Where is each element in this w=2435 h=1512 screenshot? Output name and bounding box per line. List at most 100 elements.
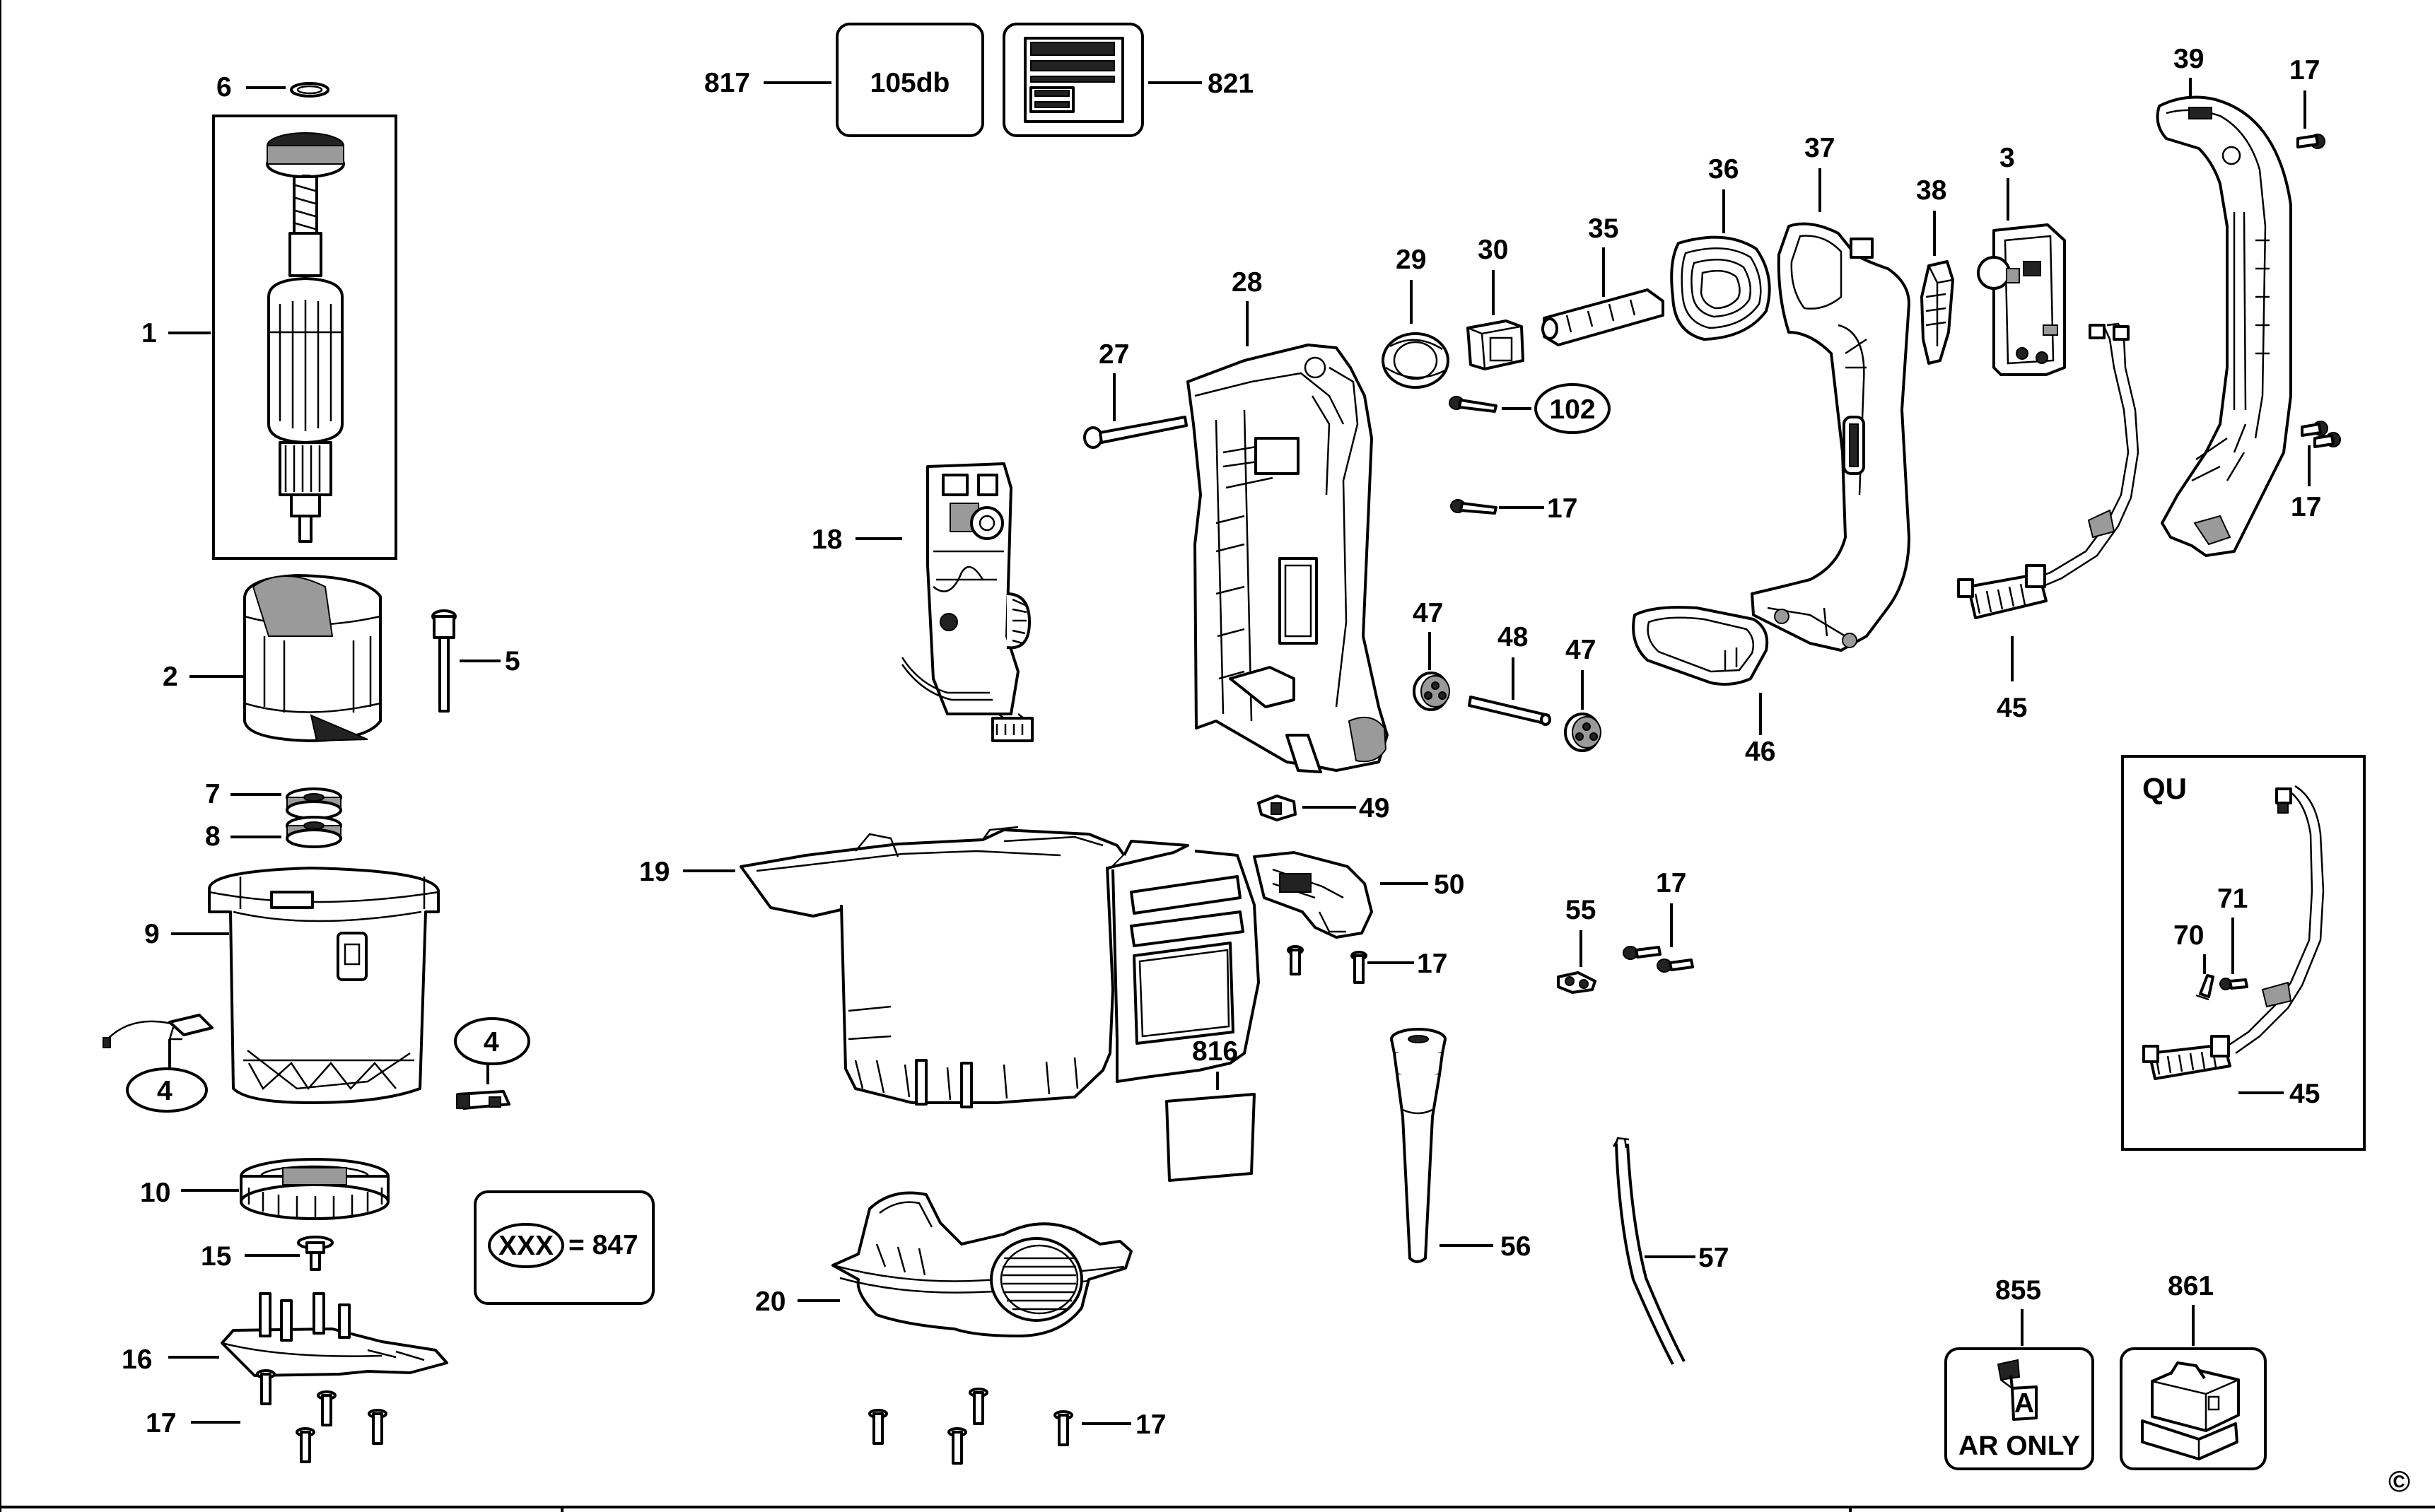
callout-861: 861 (2168, 1271, 2214, 1301)
part-47-damper-left (1413, 672, 1450, 711)
callout-10: 10 (140, 1178, 170, 1208)
callout-2: 2 (163, 662, 178, 692)
part-1-armature (266, 132, 345, 543)
callout-56: 56 (1500, 1231, 1531, 1262)
part-39-handle-cover (2156, 95, 2292, 557)
callout-3: 3 (1999, 143, 2015, 173)
legend-box (474, 1190, 655, 1305)
callout-35: 35 (1588, 213, 1618, 244)
callout-50: 50 (1434, 869, 1464, 900)
callout-1: 1 (141, 318, 157, 348)
callout-17-b: 17 (1547, 493, 1577, 524)
callout-8: 8 (205, 821, 221, 852)
callout-4-right: 4 (484, 1027, 499, 1057)
part-48-pin (1468, 696, 1551, 726)
part-30-actuator (1466, 320, 1524, 370)
part-49-clip (1257, 795, 1297, 821)
part-7-bearing (286, 787, 342, 820)
part-29-spring (1382, 332, 1449, 389)
part-71-screw (2219, 978, 2248, 990)
qu-inset-frame (2121, 755, 2366, 1151)
callout-821: 821 (1208, 69, 1254, 99)
part-816-label (1165, 1093, 1256, 1182)
part-17-screw-mid (1450, 499, 1497, 515)
callout-6: 6 (216, 72, 232, 102)
part-20-bottom-cover (831, 1191, 1133, 1337)
callout-46: 46 (1745, 737, 1775, 767)
callout-17-a: 17 (146, 1408, 176, 1438)
legend-code: XXX (498, 1231, 554, 1261)
part-47-damper-right (1564, 713, 1601, 752)
part-45-wiring (1957, 322, 2139, 619)
part-28-main-housing (1186, 344, 1389, 773)
callout-817: 817 (704, 68, 750, 98)
part-4-brush-left (103, 1014, 214, 1048)
callout-18: 18 (812, 524, 842, 555)
callout-55: 55 (1565, 895, 1596, 925)
part-17-screws-center (1287, 945, 1367, 984)
legend-value: = 847 (568, 1230, 638, 1260)
callout-48: 48 (1497, 622, 1528, 652)
callout-816: 816 (1192, 1036, 1238, 1067)
armature-frame (212, 115, 397, 560)
part-8-bearing (286, 816, 342, 848)
callout-102: 102 (1549, 394, 1595, 425)
kitbox-icon (2141, 1361, 2240, 1460)
part-57-power-cord (1612, 1137, 1686, 1365)
part-70-terminal (2195, 974, 2214, 1001)
callout-45-b: 45 (2289, 1079, 2320, 1109)
part-38-trigger (1920, 260, 1954, 365)
part-36-bellows (1670, 235, 1771, 341)
callout-5: 5 (505, 646, 520, 676)
callout-16: 16 (122, 1344, 152, 1375)
callout-27: 27 (1099, 339, 1129, 370)
tag-letter: A (2014, 1388, 2034, 1419)
callout-855: 855 (1995, 1275, 2041, 1306)
part-37-rear-handle (1751, 222, 1910, 652)
ar-only-label: AR ONLY (1958, 1431, 2080, 1461)
callout-17-f: 17 (1656, 868, 1686, 898)
part-35-rod (1541, 288, 1664, 346)
callout-47-b: 47 (1565, 635, 1596, 665)
part-2-field (243, 574, 382, 742)
ar-only-box (1944, 1347, 2094, 1470)
part-19-housing (740, 826, 1260, 1108)
noise-level-label: 105db (870, 68, 950, 98)
copyright-mark: © (2388, 1465, 2410, 1498)
part-6-circlip (290, 82, 329, 98)
part-15-screw (297, 1236, 334, 1271)
plug-tag-icon (1997, 1359, 2038, 1421)
part-55-bracket (1557, 971, 1596, 994)
callout-15: 15 (201, 1241, 231, 1272)
callout-19: 19 (639, 857, 670, 887)
part-3-switch (1977, 223, 2066, 376)
callout-17-d: 17 (2291, 492, 2321, 522)
part-56-cable-protector (1390, 1028, 1447, 1263)
part-17-screws-bottom (868, 1388, 1073, 1465)
warning-label-821 (1003, 23, 1144, 137)
part-46-handle-cover (1632, 606, 1769, 686)
callout-49: 49 (1359, 793, 1389, 824)
part-27-bolt (1083, 416, 1188, 449)
part-16-baffle (221, 1292, 448, 1377)
part-5-screw (431, 609, 457, 713)
callout-39: 39 (2173, 44, 2204, 74)
callout-37: 37 (1804, 133, 1835, 163)
callout-71: 71 (2217, 884, 2248, 914)
callout-20: 20 (755, 1287, 786, 1317)
callout-38: 38 (1916, 175, 1946, 206)
part-17-screws-55 (1623, 946, 1694, 973)
part-17-screw-top-right (2296, 134, 2325, 149)
callout-36: 36 (1708, 154, 1739, 184)
part-45-wiring-qu (2142, 785, 2325, 1080)
kitbox-frame (2120, 1347, 2267, 1470)
callout-29: 29 (1396, 245, 1426, 275)
screws-17-motor (256, 1369, 387, 1463)
part-50-cable-guard (1253, 851, 1373, 939)
callout-17-e: 17 (1417, 949, 1447, 979)
callout-9: 9 (144, 919, 160, 949)
part-18-electronic-module (901, 462, 1034, 742)
callout-70: 70 (2173, 920, 2204, 951)
callout-47-a: 47 (1413, 598, 1443, 628)
